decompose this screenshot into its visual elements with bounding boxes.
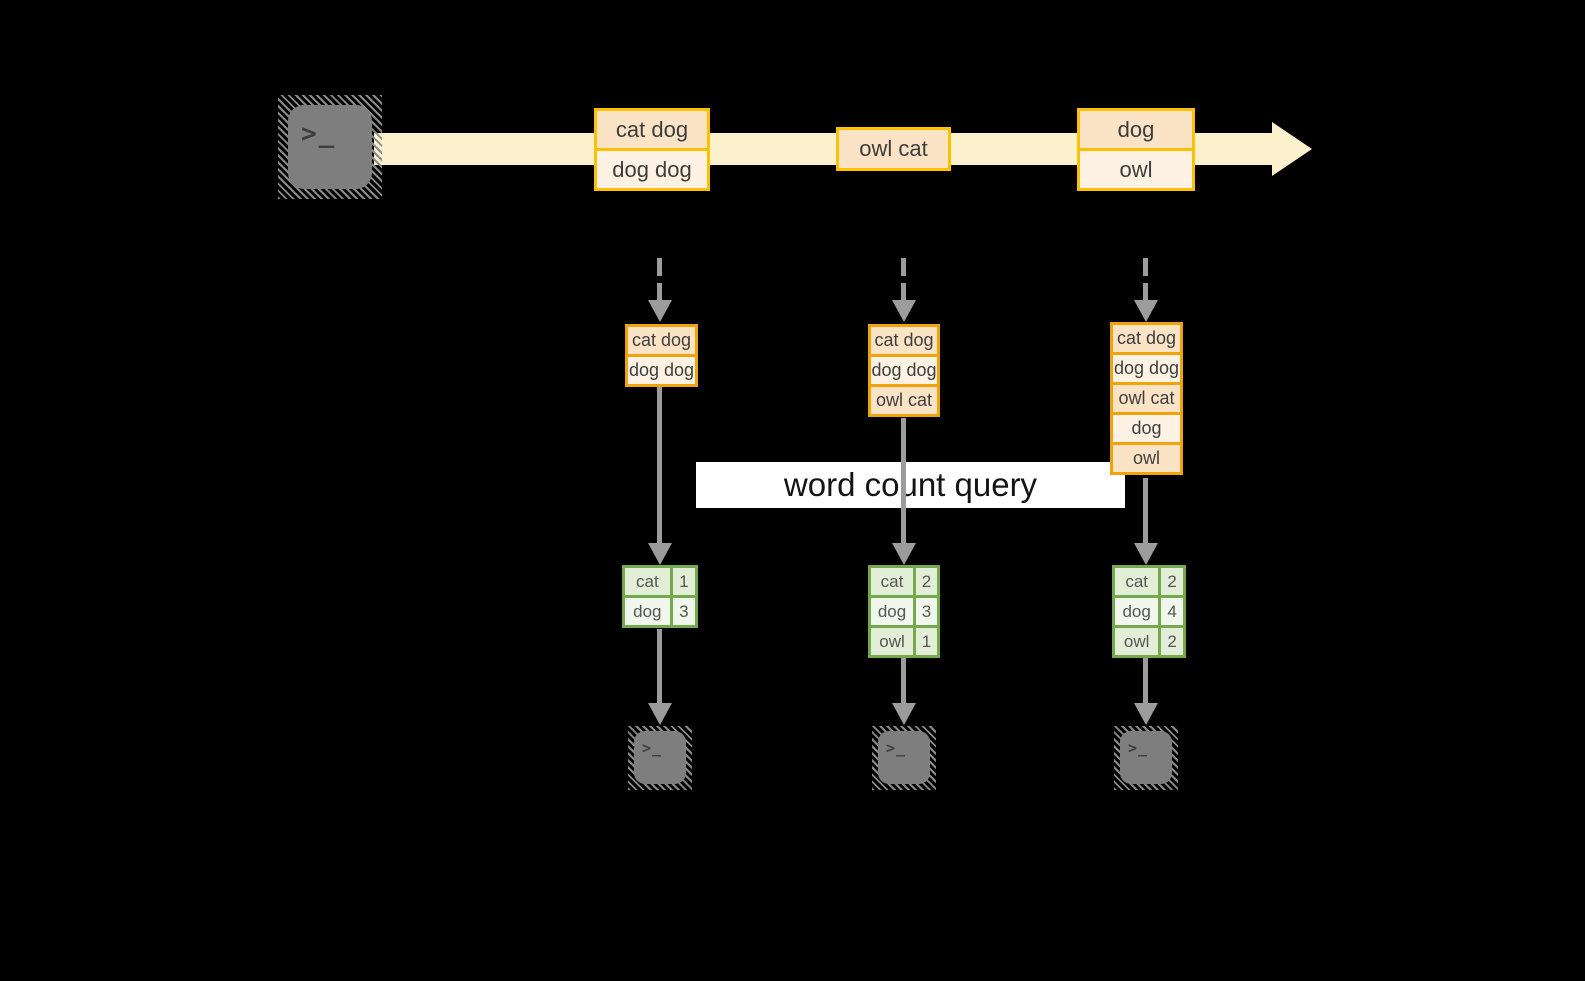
count-cell: 2 <box>916 568 937 595</box>
arrowhead-icon <box>648 703 672 725</box>
output-terminal-icon-2: >_ <box>872 726 936 790</box>
table-row: cat 2 <box>871 568 937 595</box>
stream-event: dog dog <box>597 148 707 188</box>
table-row: cat 1 <box>625 568 695 595</box>
batch-row: cat dog <box>628 327 695 354</box>
arrow-line <box>901 658 906 705</box>
batch-row: owl cat <box>1113 382 1180 412</box>
table-row: dog 3 <box>871 598 937 625</box>
count-cell: 2 <box>1161 628 1183 655</box>
stream-event: dog <box>1080 111 1192 148</box>
micro-batch-stack-2: cat dog dog dog owl cat <box>868 324 940 417</box>
dashed-arrowhead-icon <box>892 300 916 322</box>
batch-row: dog dog <box>871 354 937 384</box>
word-cell: cat <box>1115 568 1159 595</box>
table-row: owl 1 <box>871 628 937 655</box>
word-count-table-1: cat 1 dog 3 <box>622 565 698 628</box>
batch-row: cat dog <box>1113 325 1180 352</box>
count-cell: 3 <box>672 598 695 625</box>
word-cell: cat <box>625 568 670 595</box>
dashed-arrow-line <box>901 258 906 302</box>
word-count-table-3: cat 2 dog 4 owl 2 <box>1112 565 1186 658</box>
word-cell: dog <box>1115 598 1159 625</box>
prompt-icon: >_ <box>642 739 663 757</box>
table-row: dog 4 <box>1115 598 1183 625</box>
terminal-screen: >_ <box>1120 731 1172 784</box>
terminal-screen: >_ <box>288 105 372 189</box>
stream-event: cat dog <box>597 111 707 148</box>
batch-row: dog <box>1113 412 1180 442</box>
stream-arrowhead-icon <box>1272 122 1312 176</box>
arrowhead-icon <box>1134 543 1158 565</box>
arrow-line <box>1143 478 1148 543</box>
stream-event-box-2: owl cat <box>836 127 951 171</box>
output-terminal-icon-1: >_ <box>628 726 692 790</box>
arrow-line <box>1143 658 1148 705</box>
word-cell: dog <box>625 598 670 625</box>
query-label: word count query <box>783 466 1038 503</box>
query-band: word count query <box>696 462 1125 508</box>
arrowhead-icon <box>648 543 672 565</box>
prompt-icon: >_ <box>886 739 907 757</box>
prompt-icon: >_ <box>1128 739 1149 757</box>
micro-batch-stack-1: cat dog dog dog <box>625 324 698 387</box>
arrowhead-icon <box>1134 703 1158 725</box>
dashed-arrow-line <box>1143 258 1148 302</box>
stream-event: owl cat <box>839 130 948 168</box>
word-count-table-2: cat 2 dog 3 owl 1 <box>868 565 940 658</box>
stream-event: owl <box>1080 148 1192 188</box>
batch-row: owl cat <box>871 384 937 414</box>
output-terminal-icon-3: >_ <box>1114 726 1178 790</box>
word-cell: dog <box>871 598 913 625</box>
source-terminal-icon: >_ <box>278 95 382 199</box>
count-cell: 2 <box>1161 568 1183 595</box>
dashed-arrowhead-icon <box>648 300 672 322</box>
batch-row: owl <box>1113 442 1180 472</box>
batch-row: dog dog <box>628 354 695 384</box>
count-cell: 4 <box>1161 598 1183 625</box>
dashed-arrow-line <box>657 258 662 302</box>
word-cell: owl <box>871 628 913 655</box>
table-row: owl 2 <box>1115 628 1183 655</box>
arrow-line <box>901 418 906 543</box>
table-row: cat 2 <box>1115 568 1183 595</box>
batch-row: dog dog <box>1113 352 1180 382</box>
arrowhead-icon <box>892 703 916 725</box>
word-cell: owl <box>1115 628 1159 655</box>
count-cell: 1 <box>672 568 695 595</box>
arrow-line <box>657 387 662 543</box>
dashed-arrowhead-icon <box>1134 300 1158 322</box>
word-cell: cat <box>871 568 913 595</box>
arrow-line <box>657 629 662 705</box>
stream-event-box-3: dog owl <box>1077 108 1195 191</box>
micro-batch-stack-3: cat dog dog dog owl cat dog owl <box>1110 322 1183 475</box>
table-row: dog 3 <box>625 598 695 625</box>
count-cell: 3 <box>916 598 937 625</box>
batch-row: cat dog <box>871 327 937 354</box>
terminal-screen: >_ <box>878 731 930 784</box>
stream-event-box-1: cat dog dog dog <box>594 108 710 191</box>
count-cell: 1 <box>916 628 937 655</box>
prompt-icon: >_ <box>301 119 337 149</box>
terminal-screen: >_ <box>634 731 686 784</box>
arrowhead-icon <box>892 543 916 565</box>
